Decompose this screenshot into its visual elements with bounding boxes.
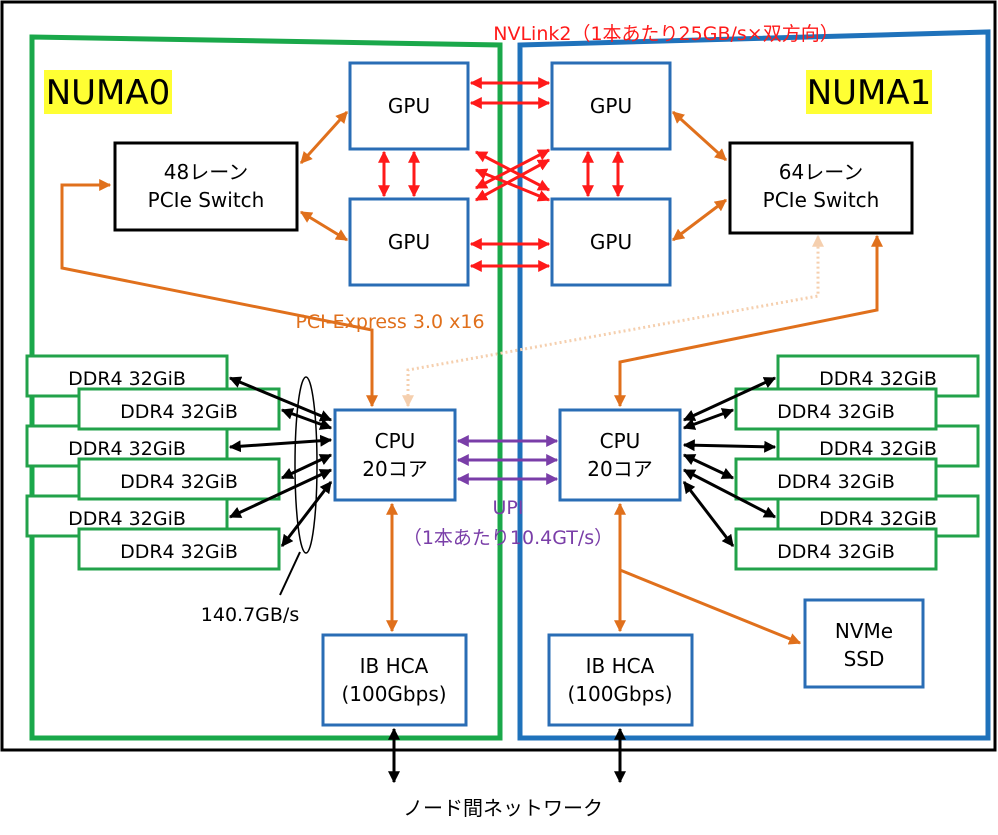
gpu-0-label: GPU	[388, 94, 430, 118]
dimm-n1-1-label: DDR4 32GiB	[819, 368, 937, 390]
upi-label-line2: （1本あたり10.4GT/s）	[403, 527, 613, 549]
dimm-n0-6-label: DDR4 32GiB	[120, 541, 238, 563]
pcie-switch-numa0-line2: PCIe Switch	[148, 188, 265, 212]
numa1-region	[517, 29, 991, 741]
dimm-n1-4-label: DDR4 32GiB	[777, 471, 895, 493]
ib-hca-numa0-line1: IB HCA	[360, 654, 429, 678]
ib-hca-numa1-line2: (100Gbps)	[567, 682, 672, 706]
gpu-1-label: GPU	[388, 230, 430, 254]
pcie-switch-numa1-line2: PCIe Switch	[763, 188, 880, 212]
dimm-n0-5-label: DDR4 32GiB	[68, 508, 186, 530]
dimm-n0-1-label: DDR4 32GiB	[68, 368, 186, 390]
dimm-n0-2-label: DDR4 32GiB	[120, 401, 238, 423]
cpu-numa0	[333, 408, 457, 502]
bandwidth-bracket	[294, 376, 318, 554]
ib-hca-numa0	[321, 633, 468, 727]
pcie-switch-numa0-line1: 48レーン	[164, 160, 248, 184]
nvme-line2: SSD	[844, 647, 885, 671]
gpu-2	[550, 61, 672, 151]
nvme-line1: NVMe	[835, 619, 893, 643]
ib-hca-numa1-line1: IB HCA	[586, 654, 655, 678]
cpu-numa1	[558, 408, 682, 502]
cpu-numa0-line1: CPU	[375, 429, 416, 453]
upi-links	[456, 435, 559, 485]
gpu-0	[348, 61, 470, 151]
numa0-highlight	[44, 70, 172, 114]
network-label: ノード間ネットワーク	[403, 796, 603, 820]
bandwidth-callout-line	[279, 551, 301, 596]
dimm-n1-2-label: DDR4 32GiB	[777, 401, 895, 423]
pcie-switch-numa0	[113, 141, 299, 232]
gpu-2-label: GPU	[590, 94, 632, 118]
numa0-label: NUMA0	[46, 73, 171, 113]
cpu-numa1-line1: CPU	[600, 429, 641, 453]
pcie-switch-numa1	[728, 141, 914, 235]
pcie-switch-numa1-line1: 64レーン	[779, 160, 863, 184]
dimm-n0-4-label: DDR4 32GiB	[120, 471, 238, 493]
ib-hca-numa1	[547, 633, 694, 727]
network-links	[388, 727, 626, 784]
ib-hca-numa0-line2: (100Gbps)	[341, 682, 446, 706]
dimm-n0-3-label: DDR4 32GiB	[68, 438, 186, 460]
cpu-numa0-line2: 20コア	[362, 457, 427, 481]
cpu-numa1-line2: 20コア	[587, 457, 652, 481]
nvme-ssd	[803, 598, 925, 689]
dimm-n1-6-label: DDR4 32GiB	[777, 541, 895, 563]
upi-label-line1: UPI	[493, 497, 524, 519]
numa1-highlight	[806, 70, 932, 114]
gpu-3-label: GPU	[590, 230, 632, 254]
nvlink-label: NVLink2（1本あたり25GB/s×双方向）	[493, 23, 838, 45]
pcie-label: PCI-Express 3.0 x16	[295, 311, 484, 333]
bandwidth-label: 140.7GB/s	[201, 604, 299, 626]
numa1-label: NUMA1	[807, 73, 932, 113]
dimm-n1-5-label: DDR4 32GiB	[819, 508, 937, 530]
memory-channels-numa1	[682, 376, 777, 547]
dimm-n1-3-label: DDR4 32GiB	[819, 438, 937, 460]
